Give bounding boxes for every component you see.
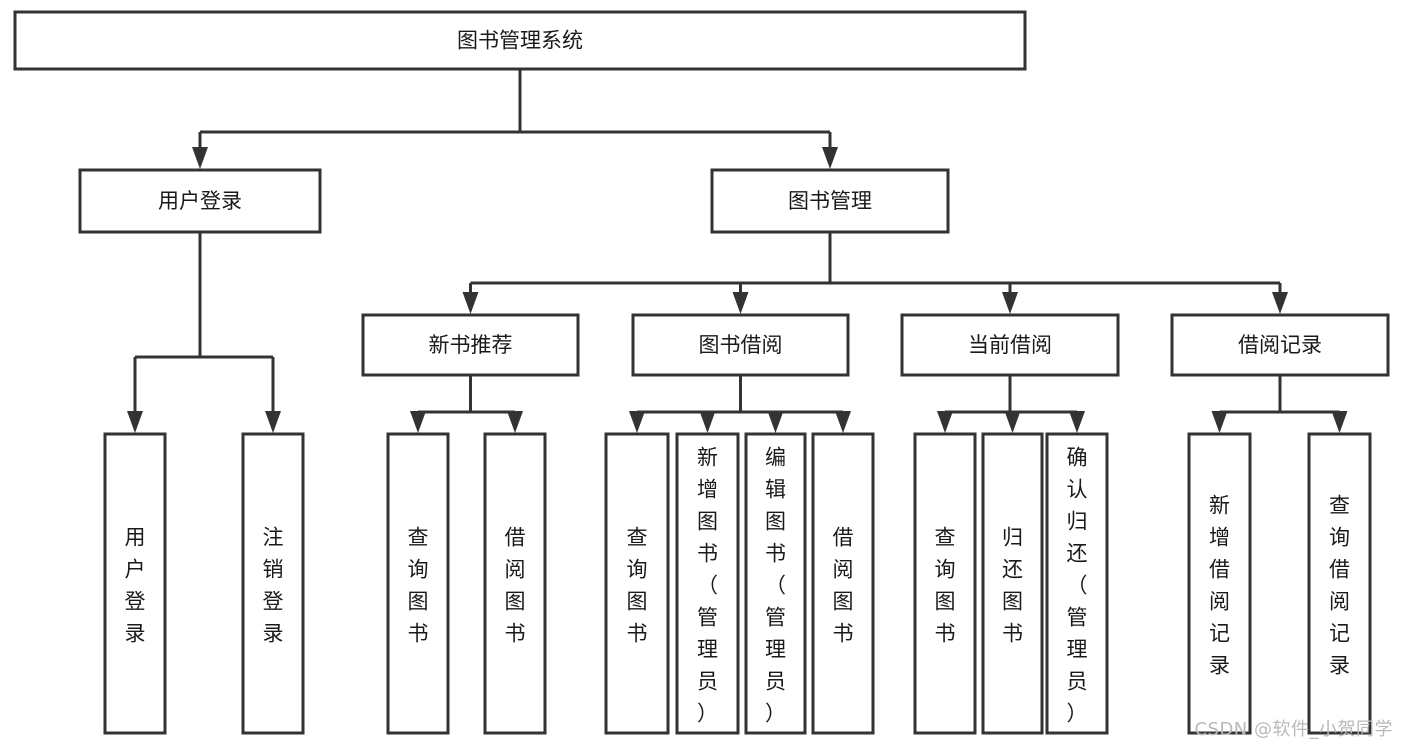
node-label-leaf-add-book: 新增图书（管理员） (697, 445, 718, 725)
node-box-leaf-return-book (981, 432, 1044, 735)
node-label-leaf-return-book: 归还图书 (1002, 525, 1023, 645)
node-box-records (1170, 313, 1390, 377)
node-box-leaf-query-record (1307, 432, 1372, 735)
node-box-current (900, 313, 1120, 377)
node-box-leaf-add-record (1187, 432, 1252, 735)
node-box-leaf-add-book (675, 432, 740, 735)
node-label-leaf-confirm-return: 确认归还（管理员） (1067, 445, 1088, 725)
node-login[interactable]: 用户登录 (78, 168, 322, 234)
node-newbook[interactable]: 新书推荐 (361, 313, 580, 377)
node-label-root: 图书管理系统 (457, 29, 583, 53)
nodes-layer: 图书管理系统用户登录图书管理新书推荐图书借阅当前借阅借阅记录用户登录注销登录查询… (13, 10, 1390, 735)
node-leaf-return-book[interactable]: 归还图书 (981, 432, 1044, 735)
node-leaf-query-record[interactable]: 查询借阅记录 (1307, 432, 1372, 735)
node-label-leaf-add-record: 新增借阅记录 (1209, 493, 1230, 677)
node-label-current: 当前借阅 (968, 333, 1052, 357)
node-leaf-user-login[interactable]: 用户登录 (103, 432, 167, 735)
node-label-leaf-borrow-book-2: 借阅图书 (833, 525, 854, 645)
node-leaf-query-book-2[interactable]: 查询图书 (604, 432, 670, 735)
node-leaf-add-book[interactable]: 新增图书（管理员） (675, 432, 740, 735)
node-box-newbook (361, 313, 580, 377)
node-label-leaf-user-logout: 注销登录 (263, 525, 284, 645)
node-root[interactable]: 图书管理系统 (13, 10, 1027, 71)
node-label-newbook: 新书推荐 (429, 333, 513, 357)
node-box-leaf-user-logout (241, 432, 305, 735)
node-box-leaf-edit-book (744, 432, 807, 735)
node-box-leaf-borrow-book-2 (811, 432, 875, 735)
node-box-borrow (631, 313, 850, 377)
node-label-leaf-query-book-2: 查询图书 (627, 525, 648, 645)
node-box-leaf-user-login (103, 432, 167, 735)
node-box-bookmgmt (710, 168, 950, 234)
node-label-bookmgmt: 图书管理 (788, 189, 872, 213)
node-leaf-borrow-book-1[interactable]: 借阅图书 (483, 432, 547, 735)
node-leaf-query-book-1[interactable]: 查询图书 (386, 432, 450, 735)
node-label-leaf-edit-book: 编辑图书（管理员） (765, 445, 786, 725)
node-box-leaf-confirm-return (1045, 432, 1109, 735)
node-box-login (78, 168, 322, 234)
node-leaf-confirm-return[interactable]: 确认归还（管理员） (1045, 432, 1109, 735)
node-box-leaf-query-book-3 (913, 432, 977, 735)
node-box-leaf-borrow-book-1 (483, 432, 547, 735)
node-leaf-user-logout[interactable]: 注销登录 (241, 432, 305, 735)
node-current[interactable]: 当前借阅 (900, 313, 1120, 377)
node-label-login: 用户登录 (158, 189, 242, 213)
node-label-borrow: 图书借阅 (699, 333, 783, 357)
node-label-leaf-query-record: 查询借阅记录 (1329, 493, 1350, 677)
node-leaf-borrow-book-2[interactable]: 借阅图书 (811, 432, 875, 735)
node-leaf-query-book-3[interactable]: 查询图书 (913, 432, 977, 735)
edges-layer (127, 69, 1348, 433)
node-label-leaf-borrow-book-1: 借阅图书 (505, 525, 526, 645)
node-records[interactable]: 借阅记录 (1170, 313, 1390, 377)
node-borrow[interactable]: 图书借阅 (631, 313, 850, 377)
node-box-root (13, 10, 1027, 71)
node-leaf-add-record[interactable]: 新增借阅记录 (1187, 432, 1252, 735)
node-label-leaf-query-book-3: 查询图书 (935, 525, 956, 645)
node-box-leaf-query-book-2 (604, 432, 670, 735)
node-bookmgmt[interactable]: 图书管理 (710, 168, 950, 234)
node-leaf-edit-book[interactable]: 编辑图书（管理员） (744, 432, 807, 735)
node-label-leaf-user-login: 用户登录 (125, 525, 146, 645)
node-label-leaf-query-book-1: 查询图书 (408, 525, 429, 645)
node-label-records: 借阅记录 (1238, 333, 1322, 357)
node-box-leaf-query-book-1 (386, 432, 450, 735)
